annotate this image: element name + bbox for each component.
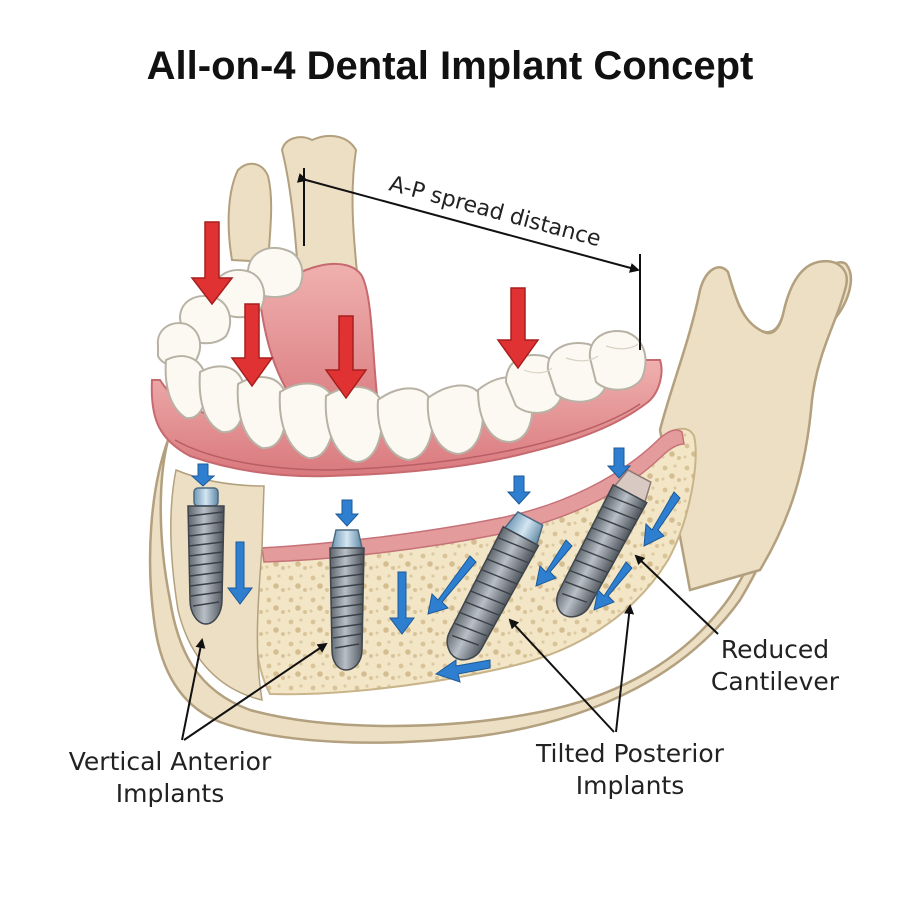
callout-leaders	[181, 554, 719, 741]
label-vertical-anterior-implants: Vertical Anterior Implants	[68, 747, 272, 808]
gingival-ridge	[261, 429, 685, 563]
leader-vertical-2	[183, 642, 328, 741]
label-reduced-cantilever: Reduced Cantilever	[710, 635, 840, 696]
stress-arrows	[190, 447, 681, 683]
ap-spread-label: A-P spread distance	[386, 172, 603, 253]
implant-tilted-posterior-2	[555, 469, 652, 618]
page-title: All-on-4 Dental Implant Concept	[146, 44, 754, 88]
left-ramus	[227, 162, 273, 264]
leader-vertical-1	[181, 638, 206, 741]
label-tilted-posterior-implants: Tilted Posterior Implants	[536, 739, 724, 800]
load-arrow-2	[230, 303, 274, 388]
leader-tilted-1	[508, 618, 615, 733]
implant-vertical-anterior-2	[329, 529, 365, 671]
implant-tilted-posterior-1	[446, 511, 544, 661]
teeth-front-row	[164, 330, 647, 464]
leader-tilted-2	[615, 604, 635, 733]
load-arrow-3	[324, 315, 368, 400]
implants	[187, 469, 652, 671]
right-ramus	[658, 259, 849, 592]
teeth-back-left	[156, 247, 304, 368]
ap-dimension-line	[296, 173, 640, 273]
leader-cantilever	[634, 554, 719, 635]
implant-vertical-anterior-1	[187, 487, 225, 625]
load-arrows	[190, 221, 540, 400]
load-arrow-1	[190, 221, 234, 306]
load-arrow-4	[496, 287, 540, 370]
